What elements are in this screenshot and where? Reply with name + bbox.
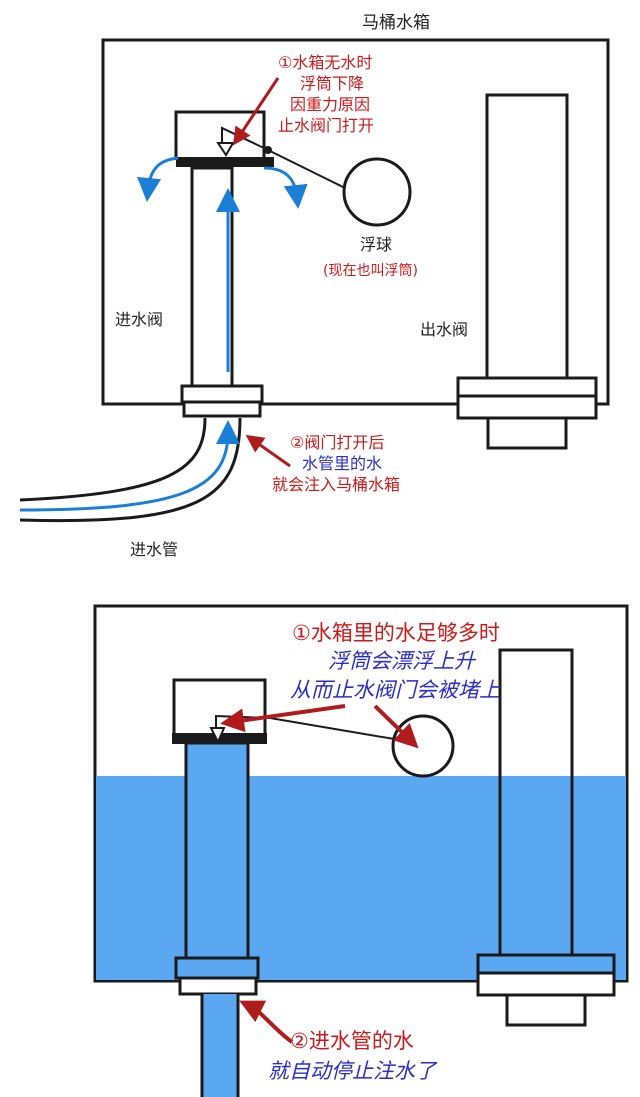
top-note-1-line2: 浮筒下降 — [300, 74, 364, 93]
stopper-cone — [216, 142, 235, 157]
bottom-note-2-arrow — [239, 1000, 294, 1044]
outflow-left-arrow — [137, 156, 179, 202]
top-note-1-line4: 止水阀门打开 — [278, 116, 374, 135]
bottom-inlet-valve-tube — [184, 741, 250, 960]
top-panel: 马桶水箱 浮球 (现在也叫浮筒) 进水阀 出水阀 进水管 — [19, 13, 610, 559]
inlet-valve-collar — [180, 384, 264, 404]
top-note-2-arrow — [245, 434, 291, 468]
bottom-panel: ①水箱里的水足够多时 浮筒会漂浮上升 从而止水阀门会被堵上 ②进水管的水 就自动… — [93, 604, 629, 1097]
valve-head — [174, 110, 266, 160]
inlet-valve-base — [182, 400, 262, 418]
top-note-2: ②阀门打开后 水管里的水 就会注入马桶水箱 — [272, 433, 400, 494]
top-note-1-line3: 因重力原因 — [290, 95, 370, 114]
outlet-valve-flange — [456, 394, 598, 420]
bottom-outlet-valve-flange — [476, 971, 616, 997]
bottom-note-1-line3: 从而止水阀门会被堵上 — [290, 678, 501, 702]
tank-label: 马桶水箱 — [362, 13, 430, 33]
bottom-note-1: ①水箱里的水足够多时 浮筒会漂浮上升 从而止水阀门会被堵上 — [290, 621, 501, 702]
bottom-inlet-pipe-fill — [202, 994, 238, 1097]
float-ball — [342, 157, 412, 227]
outlet-valve-collar — [456, 376, 598, 398]
bottom-note-2: ②进水管的水 就自动停止注水了 — [268, 1029, 438, 1083]
valve-seat — [176, 157, 274, 167]
bottom-outlet-valve-drain — [505, 993, 587, 1027]
lever-arm — [221, 126, 269, 151]
bottom-tank-water — [96, 776, 626, 980]
bottom-note-2-line2: 就自动停止注水了 — [268, 1059, 438, 1083]
inlet-valve-tube — [190, 166, 234, 388]
top-note-2-line2: 水管里的水 — [302, 454, 382, 473]
bottom-valve-head — [172, 678, 267, 735]
inlet-pipe-inner — [19, 417, 242, 523]
inlet-pipe-outer — [19, 417, 207, 502]
float-label: 浮球 — [360, 235, 392, 254]
bottom-note-1-line1: ①水箱里的水足够多时 — [292, 621, 500, 645]
top-note-1-line1: ①水箱无水时 — [278, 53, 372, 72]
outlet-valve-overflow — [485, 93, 569, 380]
inlet-pipe-flow-arrow — [19, 420, 240, 512]
bottom-float-ball — [391, 714, 455, 778]
inlet-valve-label: 进水阀 — [115, 310, 163, 329]
bottom-note-1-arrow-stopper — [220, 704, 346, 733]
bottom-note-1-line2: 浮筒会漂浮上升 — [328, 649, 477, 673]
float-note: (现在也叫浮筒) — [323, 262, 418, 279]
top-note-2-line3: 就会注入马桶水箱 — [272, 475, 400, 494]
inlet-pipe-label: 进水管 — [130, 540, 178, 559]
top-note-1: ①水箱无水时 浮筒下降 因重力原因 止水阀门打开 — [278, 53, 374, 135]
top-note-1-arrow — [233, 77, 280, 146]
bottom-note-2-line1: ②进水管的水 — [290, 1029, 414, 1053]
float-rod — [267, 149, 346, 189]
outflow-right-arrow — [263, 166, 308, 209]
outlet-valve-label: 出水阀 — [420, 320, 468, 339]
bottom-inlet-valve-base — [178, 976, 258, 996]
bottom-outlet-valve-collar — [476, 953, 616, 975]
bottom-note-1-arrow-float — [373, 704, 419, 749]
outlet-valve-drain — [486, 416, 568, 450]
bottom-inlet-valve-collar — [174, 956, 260, 980]
top-note-2-line1: ②阀门打开后 — [290, 433, 384, 452]
